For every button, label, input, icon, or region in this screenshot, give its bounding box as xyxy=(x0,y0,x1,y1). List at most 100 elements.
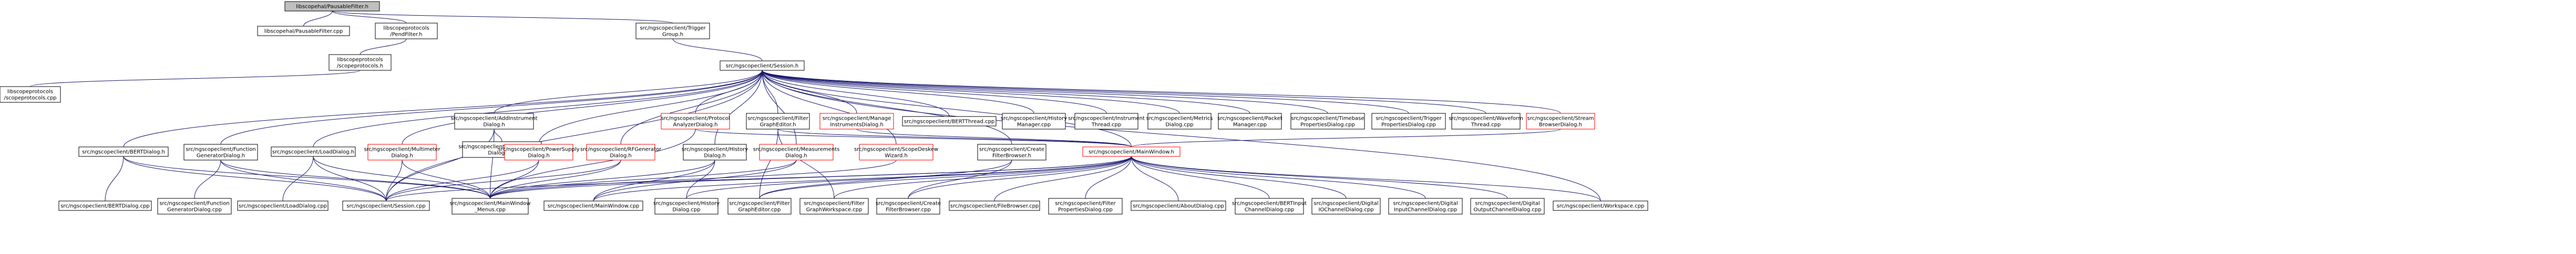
edge-pausable-h-to-pausable-cpp xyxy=(303,7,334,27)
node-label: OutputChannelDialog.cpp xyxy=(1473,207,1541,213)
graph-node-scopeprotocols-cpp[interactable]: libscopeprotocols/scopeprotocols.cpp xyxy=(0,86,61,103)
node-label: src/ngscopeclient/Digital xyxy=(1393,201,1458,207)
graph-node-funcgen-cpp[interactable]: src/ngscopeclient/FunctionGeneratorDialo… xyxy=(157,198,232,215)
edge-session-h-to-scopedeskew-h xyxy=(760,67,897,145)
graph-node-funcgen-h[interactable]: src/ngscopeclient/FunctionGeneratorDialo… xyxy=(183,144,258,161)
node-label: src/ngscopeclient/BERTThread.cpp xyxy=(904,119,995,125)
node-label: Dialog.h xyxy=(528,153,549,159)
node-box xyxy=(586,144,655,161)
graph-node-bertinput-cpp[interactable]: src/ngscopeclient/BERTInputChannelDialog… xyxy=(1232,198,1307,215)
node-label: Dialog.h xyxy=(391,153,413,159)
node-label: src/ngscopeclient/Function xyxy=(159,201,229,207)
node-label: libscopehal/PausableFilter.cpp xyxy=(264,29,343,35)
edge-pausable-h-to-pendfilter-h xyxy=(330,7,407,24)
node-box xyxy=(284,1,380,12)
node-label: GraphWorkspace.cpp xyxy=(806,207,863,213)
graph-node-loaddialog-cpp[interactable]: src/ngscopeclient/LoadDialog.cpp xyxy=(237,200,329,211)
node-label: src/ngscopeclient/History xyxy=(1001,116,1067,122)
graph-node-digitalio-cpp[interactable]: src/ngscopeclient/DigitalIOChannelDialog… xyxy=(1311,198,1381,215)
edge-mainwindow-h-to-filtergraph-cpp xyxy=(759,153,1134,199)
graph-node-filterworkspace-cpp[interactable]: src/ngscopeclient/FilterGraphWorkspace.c… xyxy=(799,198,869,215)
node-label: src/ngscopeclient/BERTDialog.h xyxy=(82,150,165,155)
node-label: PropertiesDialog.cpp xyxy=(1381,122,1436,128)
graph-node-createfilter-cpp[interactable]: src/ngscopeclient/CreateFilterBrowser.cp… xyxy=(876,198,941,215)
graph-node-digitalin-cpp[interactable]: src/ngscopeclient/DigitalInputChannelDia… xyxy=(1388,198,1463,215)
edge-mainwindow-h-to-about-cpp xyxy=(1129,153,1179,202)
edge-session-h-to-protoanalyzer-h xyxy=(695,67,764,114)
graph-node-session-h[interactable]: src/ngscopeclient/Session.h xyxy=(720,60,805,71)
node-label: src/ngscopeclient/MainWindow xyxy=(449,201,530,207)
edge-mainwindow-h-to-mainwindow-cpp xyxy=(593,153,1134,202)
node-box xyxy=(451,198,529,215)
edge-session-h-to-measurements-h xyxy=(760,67,797,145)
edge-session-h-to-timebase-cpp xyxy=(760,67,1328,114)
edge-session-h-to-trigprops-cpp xyxy=(760,67,1409,114)
edge-mainwindow-h-to-filebrowser-cpp xyxy=(994,153,1134,202)
node-box xyxy=(720,60,805,71)
node-box xyxy=(876,198,940,215)
graph-node-session-cpp[interactable]: src/ngscopeclient/Session.cpp xyxy=(342,200,430,211)
graph-node-mainwindow-menus-cpp[interactable]: src/ngscopeclient/MainWindow_Menus.cpp xyxy=(449,198,531,215)
graph-node-bertdialog-h[interactable]: src/ngscopeclient/BERTDialog.h xyxy=(78,146,169,157)
graph-node-timebase-cpp[interactable]: src/ngscopeclient/TimebasePropertiesDial… xyxy=(1290,113,1365,130)
graph-node-loaddialog-h[interactable]: src/ngscopeclient/LoadDialog.h xyxy=(271,146,356,157)
graph-node-protoanalyzer-h[interactable]: src/ngscopeclient/ProtocolAnalyzerDialog… xyxy=(661,113,730,130)
node-box xyxy=(1131,200,1226,211)
node-label: src/ngscopeclient/Packet xyxy=(1217,116,1282,122)
graph-node-pendfilter-h[interactable]: libscopeprotocols/PendFilter.h xyxy=(375,23,438,39)
node-label: src/ngscopeclient/Stream xyxy=(1527,116,1594,122)
graph-node-trigprops-cpp[interactable]: src/ngscopeclient/TriggerPropertiesDialo… xyxy=(1371,113,1446,130)
edge-loaddialog-h-to-loaddialog-cpp xyxy=(282,153,315,202)
graph-node-manageinstr-h[interactable]: src/ngscopeclient/ManageInstrumentsDialo… xyxy=(819,113,894,130)
graph-node-workspace-cpp[interactable]: src/ngscopeclient/Workspace.cpp xyxy=(1553,200,1648,211)
graph-node-mainwindow-h[interactable]: src/ngscopeclient/MainWindow.h xyxy=(1082,146,1181,157)
graph-node-digitalout-cpp[interactable]: src/ngscopeclient/DigitalOutputChannelDi… xyxy=(1470,198,1545,215)
edge-addinstr-h-to-addinstr-cpp xyxy=(492,125,502,142)
node-label: src/ngscopeclient/History xyxy=(653,201,720,207)
graph-node-pausable-cpp[interactable]: libscopehal/PausableFilter.cpp xyxy=(257,26,350,36)
graph-node-filebrowser-cpp[interactable]: src/ngscopeclient/FileBrowser.cpp xyxy=(949,200,1040,211)
node-label: src/ngscopeclient/Trigger xyxy=(1376,116,1442,122)
node-label: libscopeprotocols xyxy=(7,89,53,95)
node-label: /scopeprotocols.h xyxy=(337,64,383,69)
graph-node-bertthread-cpp[interactable]: src/ngscopeclient/BERTThread.cpp xyxy=(902,116,997,126)
node-label: src/ngscopeclient/Filter xyxy=(1055,201,1116,207)
node-label: src/ngscopeclient/Protocol xyxy=(661,116,730,122)
node-box xyxy=(1048,198,1123,215)
graph-node-about-cpp[interactable]: src/ngscopeclient/AboutDialog.cpp xyxy=(1131,200,1226,211)
edge-addinstr-h-to-session-cpp xyxy=(386,125,496,202)
node-label: src/ngscopeclient/Metrics xyxy=(1146,116,1213,122)
node-box xyxy=(1553,200,1648,211)
node-label: GeneratorDialog.cpp xyxy=(167,207,222,213)
node-label: AnalyzerDialog.h xyxy=(673,122,718,128)
edge-mainwindow-h-to-digitalio-cpp xyxy=(1129,153,1347,199)
node-label: Dialog.h xyxy=(610,153,631,159)
graph-node-bertdialog-cpp[interactable]: src/ngscopeclient/BERTDialog.cpp xyxy=(58,200,152,211)
graph-node-filterprops-cpp[interactable]: src/ngscopeclient/FilterPropertiesDialog… xyxy=(1048,198,1123,215)
node-box xyxy=(977,144,1046,161)
edge-funcgen-h-to-mainwindow-menus-cpp xyxy=(219,156,490,199)
graph-node-pausable-h: libscopehal/PausableFilter.h xyxy=(284,1,380,12)
graph-node-scopeprotocols-h[interactable]: libscopeprotocols/scopeprotocols.h xyxy=(329,54,392,71)
graph-node-mainwindow-cpp[interactable]: src/ngscopeclient/MainWindow.cpp xyxy=(543,200,643,211)
node-label: InstrumentsDialog.h xyxy=(830,122,884,128)
